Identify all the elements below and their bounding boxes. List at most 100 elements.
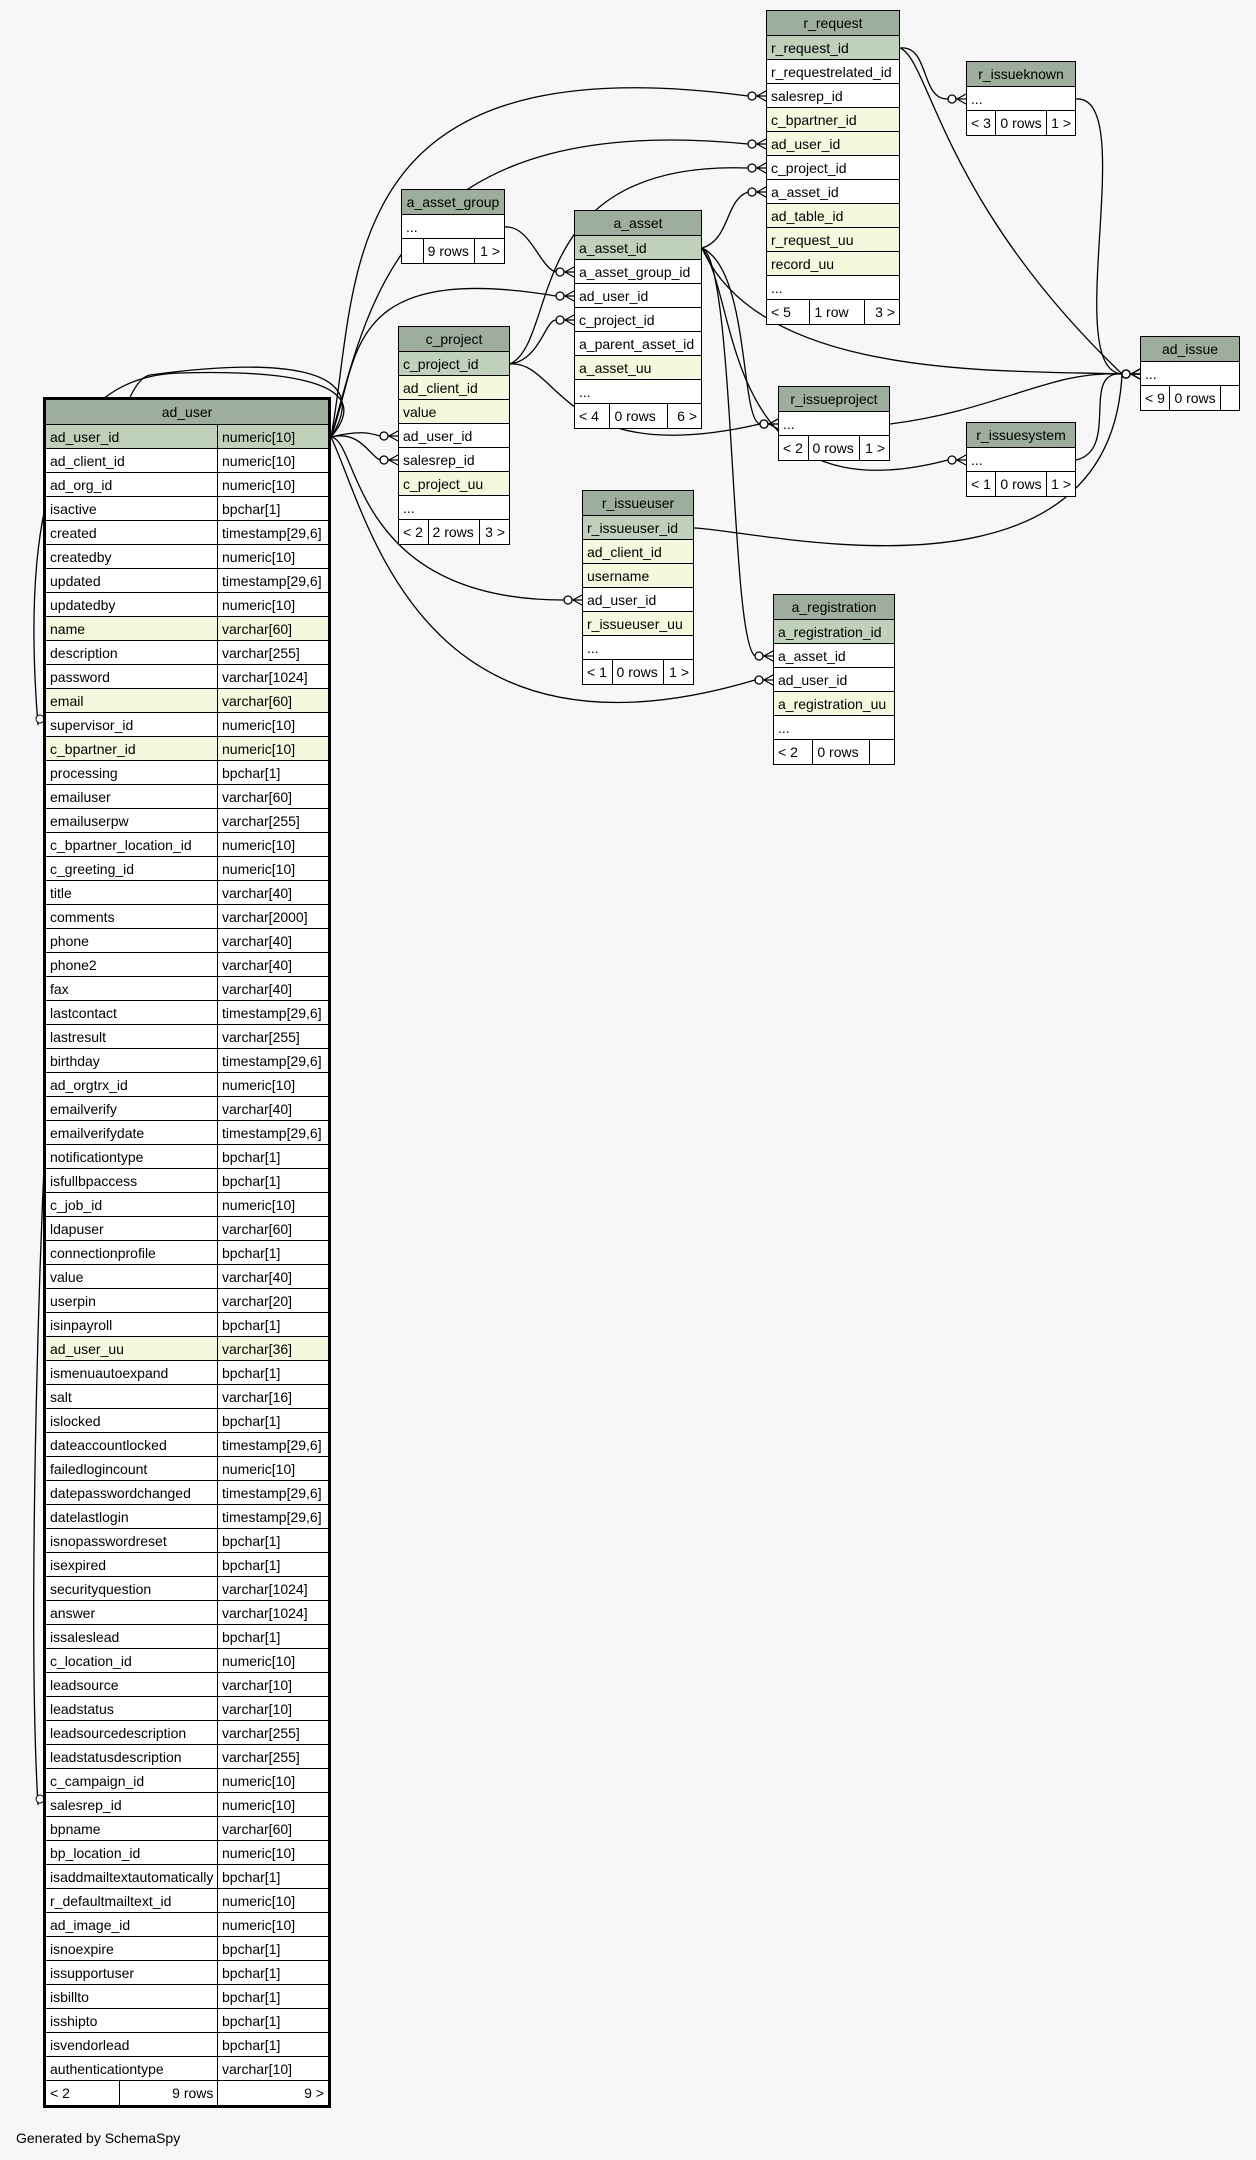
column-row: ad_user_id	[583, 588, 693, 612]
column-name: value	[403, 404, 437, 420]
column-type: varchar[255]	[222, 645, 300, 661]
column-name: salt	[46, 1385, 218, 1408]
column-name: r_issueuser_uu	[587, 616, 683, 632]
column-name: lastcontact	[46, 1001, 218, 1024]
column-row: a_registration_id	[774, 620, 894, 644]
column-name: password	[46, 665, 218, 688]
column-type: varchar[10]	[222, 2061, 293, 2077]
footer-child-count: 1 >	[865, 440, 885, 456]
column-name: name	[46, 617, 218, 640]
column-row: ...	[967, 87, 1075, 111]
column-name: dateaccountlocked	[46, 1433, 218, 1456]
column-name: ad_user_uu	[46, 1337, 218, 1360]
table-header: a_asset_group	[402, 190, 504, 215]
relationship-line	[330, 287, 565, 438]
footer-row-count: 0 rows	[813, 740, 871, 764]
column-row: value	[399, 400, 509, 424]
column-name: failedlogincount	[46, 1457, 218, 1480]
crows-foot-marker	[563, 594, 583, 606]
column-row: ad_user_id	[399, 424, 509, 448]
footer-child-count: 3 >	[485, 524, 505, 540]
column-name: lastresult	[46, 1025, 218, 1048]
column-type: bpchar[1]	[222, 1365, 281, 1381]
table-header: ad_user	[46, 400, 328, 425]
column-name: isfullbpaccess	[46, 1169, 218, 1192]
column-row: salesrep_id	[767, 84, 899, 108]
footer-row-count: 0 rows	[613, 660, 664, 684]
column-type: bpchar[1]	[222, 1245, 281, 1261]
column-type: varchar[255]	[222, 813, 300, 829]
column-type: bpchar[1]	[222, 1149, 281, 1165]
column-type: bpchar[1]	[222, 2037, 281, 2053]
column-type: numeric[10]	[222, 477, 296, 493]
column-name: leadstatus	[46, 1697, 218, 1720]
column-type: bpchar[1]	[222, 1941, 281, 1957]
column-name: phone	[46, 929, 218, 952]
column-row: r_issueuser_uu	[583, 612, 693, 636]
column-row: username	[583, 564, 693, 588]
column-type: numeric[10]	[222, 597, 296, 613]
footer-child-count: 9 >	[304, 2085, 325, 2101]
column-row: salesrep_id	[399, 448, 509, 472]
column-name: emailverifydate	[46, 1121, 218, 1144]
column-name: c_project_id	[579, 312, 655, 328]
crows-foot-marker	[555, 314, 575, 326]
column-type: varchar[36]	[222, 1341, 293, 1357]
column-type: bpchar[1]	[222, 1557, 281, 1573]
column-row: c_project_id	[767, 156, 899, 180]
column-name: isactive	[46, 497, 218, 520]
relationship-line	[330, 436, 573, 601]
footer-parent-count	[402, 239, 424, 263]
column-type: numeric[10]	[222, 1773, 296, 1789]
column-type: varchar[40]	[222, 957, 293, 973]
column-type: numeric[10]	[222, 1917, 296, 1933]
column-name: birthday	[46, 1049, 218, 1072]
footer-parent-count: < 1	[967, 472, 997, 496]
column-row: ad_client_id	[583, 540, 693, 564]
footer-parent-count: < 2	[779, 436, 809, 460]
column-name: createdby	[46, 545, 218, 568]
column-name: c_greeting_id	[46, 857, 218, 880]
column-name: ad_table_id	[771, 208, 844, 224]
relationship-line	[889, 373, 1131, 425]
column-name: leadsourcedescription	[46, 1721, 218, 1744]
column-name: emailverify	[46, 1097, 218, 1120]
crows-foot-marker	[754, 650, 774, 662]
column-name: c_bpartner_id	[46, 737, 218, 760]
footer-child-count: 1 >	[1051, 476, 1071, 492]
column-row: a_asset_id	[774, 644, 894, 668]
footer-parent-count: < 4	[575, 404, 611, 428]
